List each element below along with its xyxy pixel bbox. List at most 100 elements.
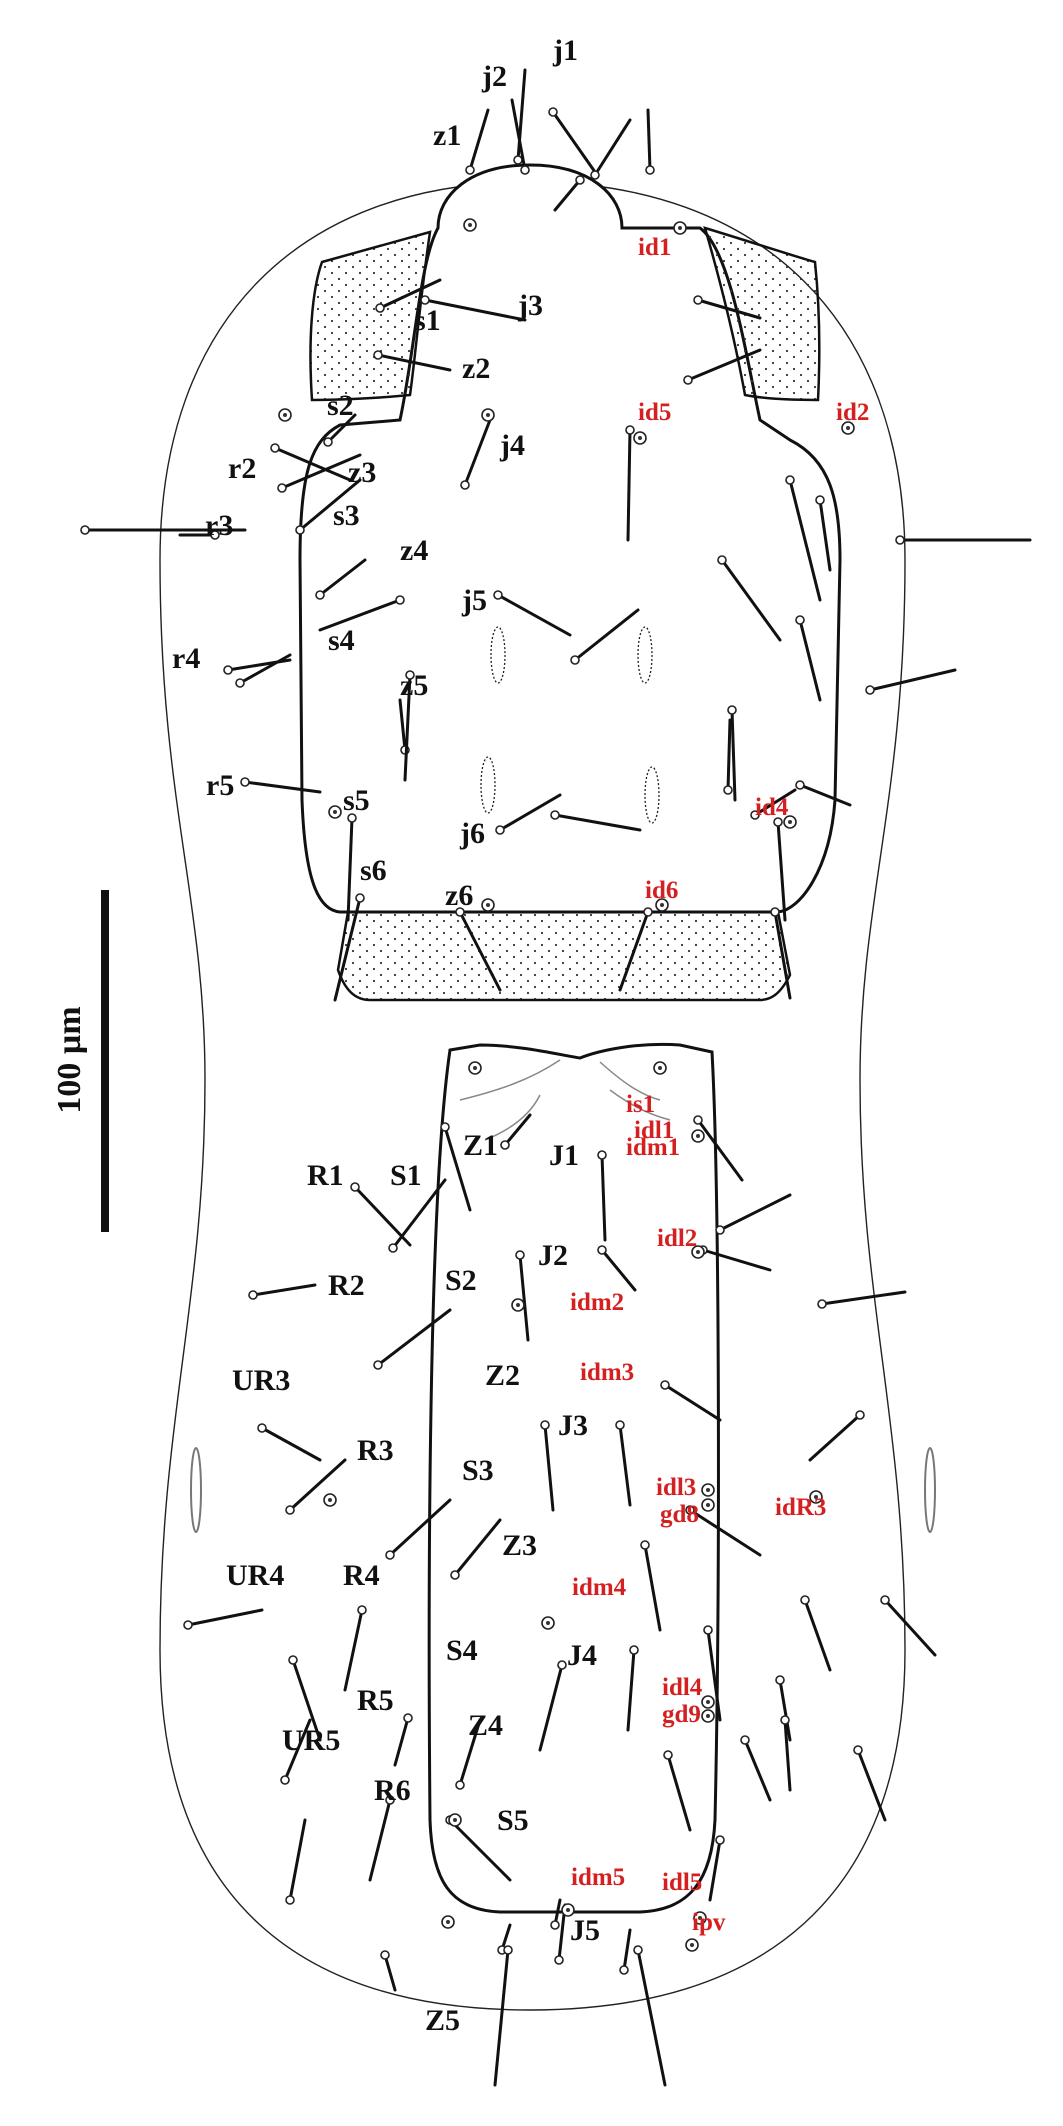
seta-70: [803, 1598, 832, 1672]
pore-center-22: [566, 1908, 570, 1912]
seta-26: [238, 653, 292, 685]
seta-7: [378, 278, 442, 310]
label-seta-z1: z1: [433, 119, 461, 152]
seta-86: [288, 1818, 307, 1902]
seta-68: [453, 1518, 502, 1577]
seta-socket-47: [440, 1122, 450, 1132]
seta-socket-40: [750, 810, 760, 820]
label-seta-r2: r2: [228, 452, 256, 485]
seta-socket-0: [548, 107, 558, 117]
seta-socket-76: [703, 1625, 713, 1635]
seta-63: [260, 1426, 322, 1462]
label-seta-R4: R4: [343, 1559, 380, 1592]
seta-socket-68: [450, 1570, 460, 1580]
seta-34: [243, 780, 322, 794]
seta-76: [706, 1628, 722, 1722]
seta-socket-33: [405, 670, 415, 680]
seta-socket-17: [295, 525, 305, 535]
seta-socket-79: [775, 1675, 785, 1685]
seta-socket-42: [347, 813, 357, 823]
seta-socket-9: [373, 350, 383, 360]
seta-socket-83: [663, 1750, 673, 1760]
seta-socket-66: [615, 1420, 625, 1430]
pore-center-14: [516, 1303, 520, 1307]
seta-socket-45: [770, 907, 780, 917]
anterior-shield-line-right: [599, 1061, 661, 1101]
pore-center-12: [696, 1134, 700, 1138]
seta-44: [618, 910, 650, 992]
seta-85: [856, 1748, 887, 1822]
seta-80: [783, 1718, 792, 1792]
pore-center-25: [446, 1920, 450, 1924]
seta-46: [776, 820, 787, 922]
label-pore-gd9: gd9: [662, 1701, 701, 1728]
label-seta-Z4: Z4: [468, 1709, 503, 1742]
seta-socket-81: [280, 1775, 290, 1785]
pore-center-1: [678, 226, 682, 230]
seta-socket-69: [640, 1540, 650, 1550]
seta-socket-41: [355, 893, 365, 903]
label-pore-idm4: idm4: [572, 1574, 627, 1601]
seta-49: [600, 1153, 607, 1242]
seta-socket-52: [350, 1182, 360, 1192]
seta-36: [730, 708, 737, 802]
seta-socket-95: [503, 1945, 513, 1955]
label-seta-UR4: UR4: [226, 1559, 284, 1592]
seta-29: [818, 498, 832, 572]
label-seta-R6: R6: [374, 1774, 411, 1807]
label-pore-ipv: ipv: [692, 1909, 726, 1936]
label-seta-J1: J1: [549, 1139, 579, 1172]
seta-57: [251, 1283, 317, 1297]
label-pore-idm2: idm2: [570, 1289, 624, 1316]
left-lateral-slit: [190, 1447, 202, 1533]
seta-83: [666, 1753, 692, 1832]
seta-4: [646, 108, 652, 172]
pore-center-8: [486, 903, 490, 907]
seta-socket-22: [395, 595, 405, 605]
pore-center-24: [690, 1943, 694, 1947]
seta-socket-60: [660, 1380, 670, 1390]
label-seta-j5: j5: [461, 584, 487, 617]
pore-center-21: [706, 1714, 710, 1718]
seta-78: [393, 1716, 410, 1767]
label-seta-UR3: UR3: [232, 1364, 290, 1397]
seta-11: [686, 348, 762, 382]
seta-socket-43: [455, 907, 465, 917]
seta-2: [510, 98, 527, 172]
seta-39: [798, 783, 852, 807]
label-pore-is1: is1: [626, 1091, 655, 1118]
gland-ellipse: [637, 626, 653, 684]
seta-60: [663, 1383, 722, 1422]
label-seta-s3: s3: [333, 499, 360, 532]
label-pore-idl2: idl2: [657, 1225, 697, 1252]
seta-64: [288, 1458, 347, 1512]
seta-30: [798, 618, 822, 702]
seta-socket-13: [323, 437, 333, 447]
seta-62: [808, 1413, 862, 1462]
seta-socket-44: [643, 907, 653, 917]
label-seta-S2: S2: [445, 1264, 477, 1297]
pore-center-3: [846, 426, 850, 430]
seta-66: [618, 1423, 632, 1507]
gland-ellipse: [490, 626, 506, 684]
seta-socket-86: [285, 1895, 295, 1905]
label-seta-S4: S4: [446, 1634, 478, 1667]
seta-42: [346, 816, 354, 922]
seta-81: [283, 1718, 312, 1782]
seta-96: [636, 1948, 667, 2087]
label-pore-id2: id2: [836, 399, 869, 426]
seta-27: [720, 558, 782, 642]
pore-center-13: [696, 1250, 700, 1254]
seta-socket-82: [455, 1780, 465, 1790]
seta-socket-14: [277, 483, 287, 493]
seta-socket-49: [597, 1150, 607, 1160]
seta-socket-37: [495, 825, 505, 835]
label-pore-idl1: idl1: [634, 1117, 674, 1144]
seta-20: [318, 558, 367, 597]
seta-58: [518, 1253, 530, 1342]
seta-socket-67: [385, 1550, 395, 1560]
label-seta-r3: r3: [205, 509, 233, 542]
seta-12: [273, 446, 352, 482]
